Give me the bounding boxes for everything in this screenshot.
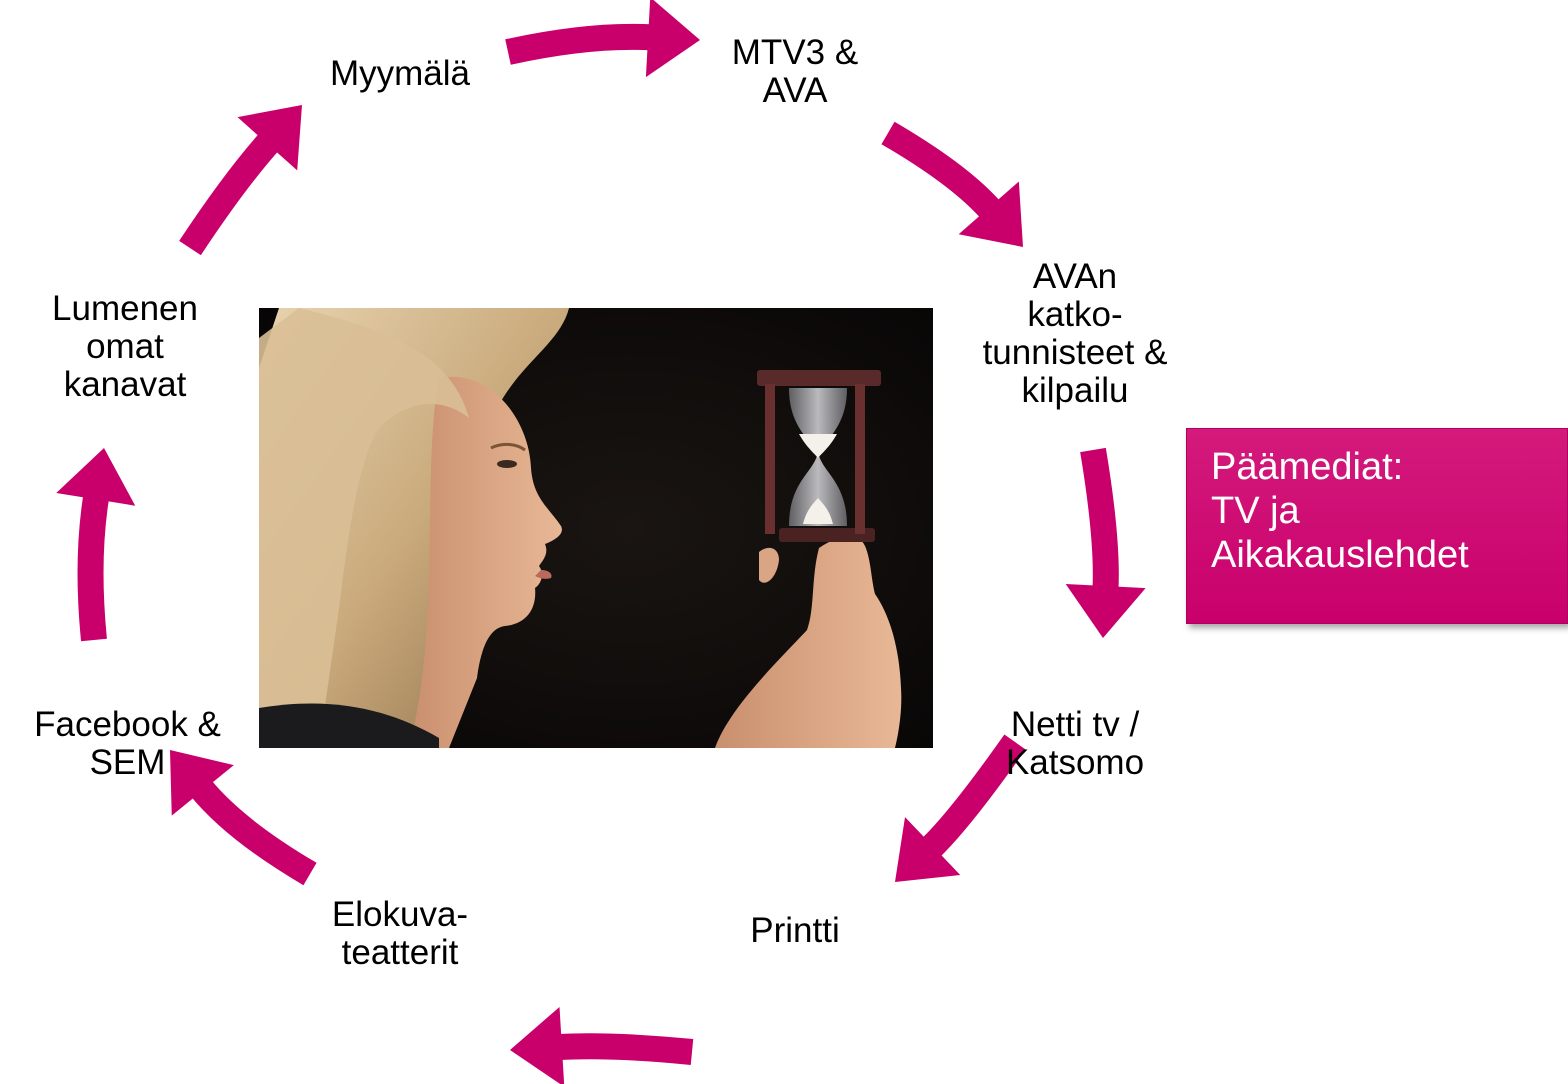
arrow-head (645, 0, 700, 78)
arrow-head (237, 105, 302, 171)
arrow-head (895, 817, 961, 882)
arrow-shaft (77, 493, 110, 642)
woman-hourglass-photo (259, 308, 933, 748)
arrow-shaft (505, 23, 653, 65)
node-facebook-sem: Facebook & SEM (34, 705, 221, 782)
node-netti-tv: Netti tv / Katsomo (1005, 705, 1145, 782)
hourglass-icon (757, 370, 881, 542)
node-mtv3-ava: MTV3 & AVA (731, 33, 859, 110)
arrow-shaft (881, 121, 1002, 220)
arrow-elokuva-to-facebook (170, 750, 317, 886)
arrow-shaft (1080, 447, 1119, 591)
arrow-printti-to-elokuva (510, 1006, 694, 1084)
node-printti: Printti (750, 911, 840, 950)
arrow-shaft (179, 132, 280, 256)
node-avan-katkotunnisteet: AVAn katko- tunnisteet & kilpailu (982, 257, 1168, 410)
arrow-mtv3-to-avan (881, 121, 1023, 247)
arrow-lumenen-to-myymala (179, 105, 302, 256)
arrow-netti-to-printti (895, 734, 1026, 882)
arrow-head (170, 750, 234, 816)
arrow-facebook-to-lumenen (56, 448, 136, 642)
arrow-myymala-to-mtv3 (505, 0, 700, 78)
arrow-shaft (557, 1033, 694, 1065)
arrow-head (56, 448, 136, 506)
paamediat-callout: Päämediat: TV ja Aikakauslehdet (1186, 428, 1568, 624)
node-myymala: Myymälä (329, 54, 471, 93)
arrow-head (1065, 584, 1146, 638)
node-lumenen-omat-kanavat: Lumenen omat kanavat (52, 289, 198, 404)
arrow-shaft (190, 778, 317, 886)
arrow-head (958, 181, 1023, 247)
arrow-avan-to-netti (1065, 447, 1146, 638)
arrow-head (510, 1006, 565, 1084)
arrow-shaft (920, 734, 1026, 859)
node-elokuvateatterit: Elokuva- teatterit (331, 895, 469, 972)
